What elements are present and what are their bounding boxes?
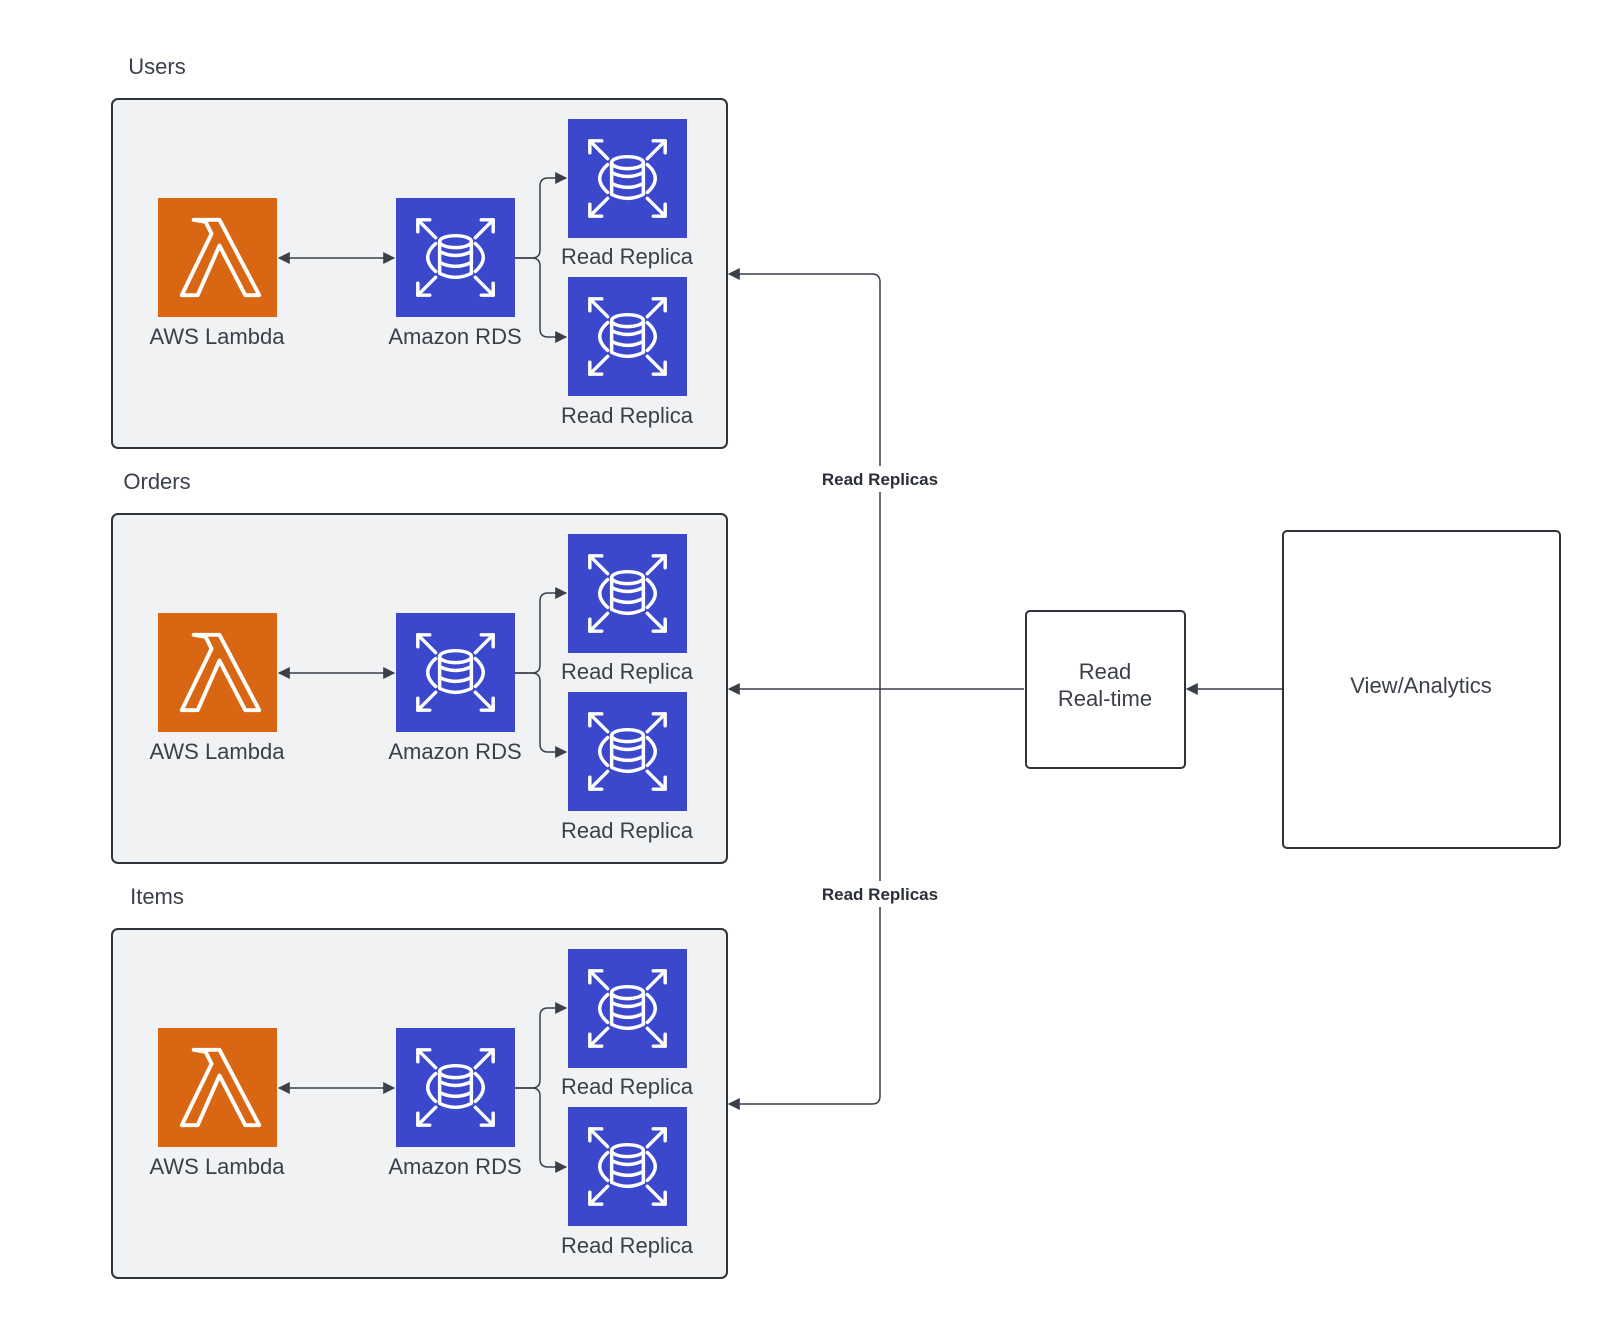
rds-replica-connector — [515, 172, 568, 259]
rds-read-replica-icon[interactable] — [568, 119, 687, 238]
rds-read-replica-icon[interactable] — [568, 1107, 687, 1226]
group-title: Items — [130, 884, 184, 909]
rds-replica-connector — [515, 672, 568, 758]
replica-label: Read Replica — [561, 659, 694, 684]
realtime-to-users-connector — [727, 268, 881, 689]
rds-label: Amazon RDS — [388, 1154, 521, 1179]
rds-label: Amazon RDS — [388, 324, 521, 349]
group-title: Orders — [123, 469, 190, 494]
rds-replica-connector — [515, 1002, 568, 1089]
aws-lambda-icon[interactable] — [158, 198, 277, 317]
rds-read-replica-icon[interactable] — [568, 534, 687, 653]
rds-read-replica-icon[interactable] — [568, 692, 687, 811]
aws-lambda-icon[interactable] — [158, 1028, 277, 1147]
read-realtime-line1: Read — [1079, 659, 1132, 684]
rds-label: Amazon RDS — [388, 739, 521, 764]
rds-read-replica-icon[interactable] — [568, 277, 687, 396]
rds-replica-connector — [515, 1087, 568, 1173]
view-analytics-label: View/Analytics — [1350, 673, 1491, 698]
group-items: Items AWS Lambda Amazon RDS Read Replica… — [111, 884, 728, 1279]
read-realtime-line2: Real-time — [1058, 686, 1152, 711]
svg-text:Read Replicas: Read Replicas — [822, 470, 938, 489]
lambda-label: AWS Lambda — [150, 739, 286, 764]
view-analytics-node[interactable]: View/Analytics — [1282, 530, 1561, 849]
lambda-label: AWS Lambda — [150, 1154, 286, 1179]
rds-read-replica-icon[interactable] — [568, 949, 687, 1068]
svg-text:Read Replicas: Read Replicas — [822, 885, 938, 904]
realtime-to-items-connector — [727, 689, 881, 1110]
replica-label: Read Replica — [561, 818, 694, 843]
replica-label: Read Replica — [561, 244, 694, 269]
group-orders: Orders AWS Lambda Amazon RDS Read Replic… — [111, 469, 728, 864]
amazon-rds-icon[interactable] — [396, 1028, 515, 1147]
aws-lambda-icon[interactable] — [158, 613, 277, 732]
read-realtime-node[interactable]: Read Real-time — [1025, 610, 1186, 769]
edge-label-upper: Read Replicas — [814, 466, 946, 492]
lambda-label: AWS Lambda — [150, 324, 286, 349]
rds-replica-connector — [515, 587, 568, 674]
replica-label: Read Replica — [561, 403, 694, 428]
group-users: Users AWS Lambda Amazon RDS Read Replica… — [111, 54, 728, 449]
edge-label-lower: Read Replicas — [814, 881, 946, 907]
rds-replica-connector — [515, 257, 568, 343]
group-title: Users — [128, 54, 185, 79]
replica-label: Read Replica — [561, 1233, 694, 1258]
amazon-rds-icon[interactable] — [396, 613, 515, 732]
replica-label: Read Replica — [561, 1074, 694, 1099]
amazon-rds-icon[interactable] — [396, 198, 515, 317]
